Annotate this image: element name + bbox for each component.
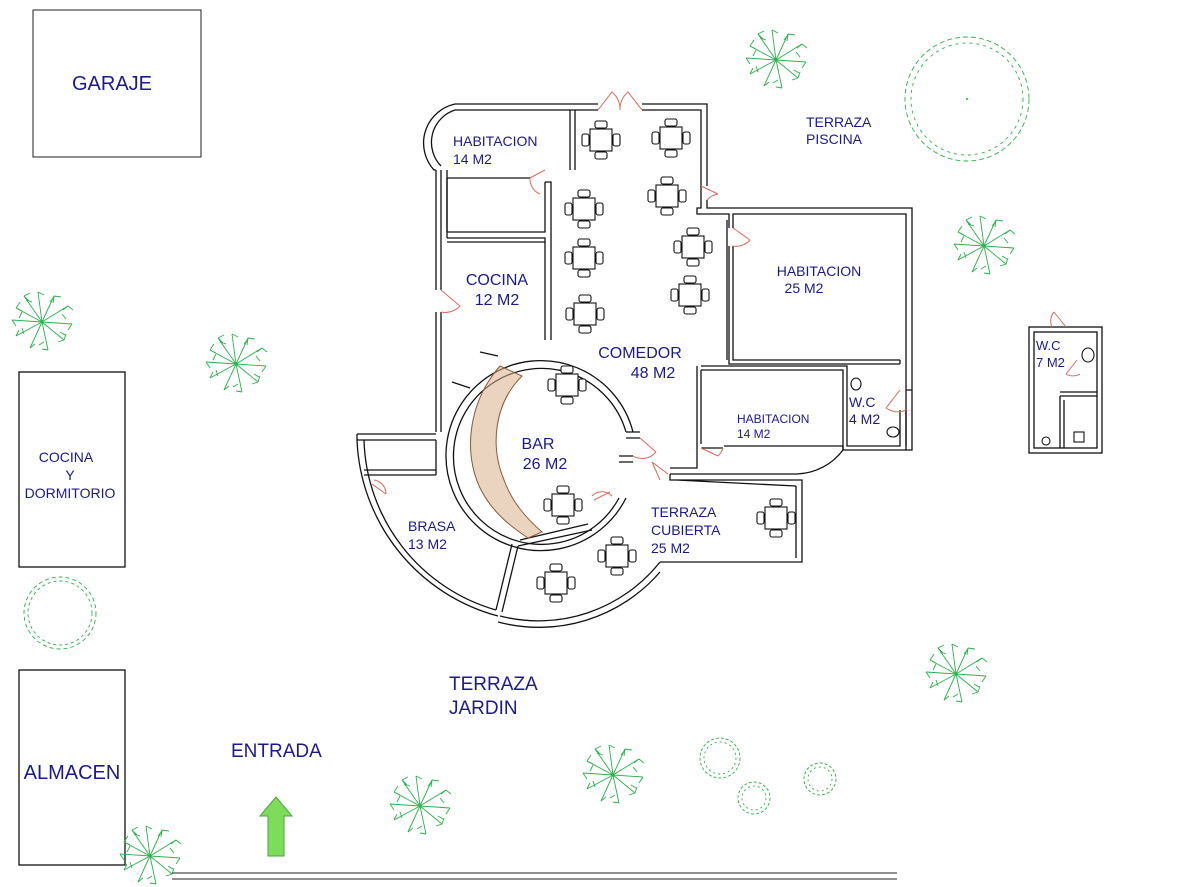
doors — [371, 91, 1081, 501]
terraza-cubierta-area: 25 M2 — [651, 540, 690, 556]
table-set-icon — [647, 176, 687, 216]
entrada-label: ENTRADA — [231, 741, 322, 762]
cocina-dormitorio-label-2: Y — [65, 467, 75, 483]
terraza-cubierta-label-2: CUBIERTA — [651, 522, 721, 538]
wc-main-area: 4 M2 — [849, 411, 880, 427]
table-set-icon — [564, 189, 604, 229]
palm-icon — [953, 215, 1016, 275]
bar-area: 26 M2 — [523, 456, 568, 473]
habitacion-s-area: 14 M2 — [737, 427, 771, 441]
table-set-icon — [597, 536, 637, 576]
table-set-icon — [581, 120, 621, 160]
entrance-arrow-icon — [258, 796, 294, 857]
toilet-icon — [886, 426, 900, 438]
labels: GARAJE COCINA Y DORMITORIO ALMACEN HABIT… — [24, 73, 1065, 784]
palm-icon — [925, 643, 988, 703]
door-swing-icon — [732, 227, 751, 247]
comedor-label: COMEDOR — [598, 345, 682, 362]
cocina-dormitorio-building — [18, 371, 126, 568]
terraza-jardin-label-1: TERRAZA — [449, 674, 538, 695]
terraza-cubierta-label-1: TERRAZA — [651, 504, 717, 520]
table-set-icon — [547, 365, 587, 405]
wc-pool-area: 7 M2 — [1036, 355, 1065, 370]
wc-main-label: W.C — [849, 394, 875, 410]
door-swing-icon — [440, 289, 461, 313]
sink-icon — [1041, 436, 1051, 446]
wc-pool-label: W.C — [1036, 338, 1061, 353]
door-swing-icon — [700, 447, 724, 457]
door-swing-icon — [700, 185, 719, 201]
table-set-icon — [536, 563, 576, 603]
cocina-area: 12 M2 — [475, 292, 520, 309]
sink-icon — [850, 377, 862, 391]
palm-icon — [389, 775, 452, 835]
bar-circle-walls — [356, 351, 640, 617]
main-building-walls — [422, 103, 913, 628]
door-swing-icon — [597, 91, 643, 111]
habitacion-nw-label: HABITACION — [453, 133, 538, 149]
table-set-icon — [756, 498, 796, 538]
palm-icon — [205, 333, 268, 393]
tree-icon — [23, 576, 97, 650]
bar-label: BAR — [522, 436, 555, 453]
door-swing-icon — [529, 169, 546, 195]
table-set-icon — [670, 275, 710, 315]
table-set-icon — [564, 238, 604, 278]
vegetation — [11, 29, 1030, 885]
garaje-building — [32, 9, 202, 158]
tree-icon — [904, 36, 1030, 162]
cocina-dormitorio-label-3: DORMITORIO — [25, 485, 116, 501]
almacen-building — [18, 669, 126, 866]
table-set-icon — [565, 294, 605, 334]
brasa-area: 13 M2 — [408, 536, 447, 552]
comedor-area: 48 M2 — [631, 365, 676, 382]
brasa-label: BRASA — [408, 518, 456, 534]
door-swing-icon — [1065, 359, 1081, 377]
tree-icon — [737, 781, 771, 815]
door-swing-icon — [1050, 311, 1067, 328]
door-swing-icon — [885, 389, 907, 413]
terraza-jardin-label-2: JARDIN — [449, 698, 518, 719]
palm-icon — [11, 291, 74, 351]
palm-icon — [119, 825, 182, 885]
bar-counter — [470, 365, 543, 539]
palm-icon — [745, 29, 808, 89]
table-set-icon — [543, 485, 583, 525]
toilet-icon — [1073, 431, 1085, 443]
site-boundary — [172, 872, 897, 880]
cocina-label: COCINA — [466, 272, 529, 289]
almacen-label: ALMACEN — [24, 762, 121, 784]
habitacion-nw-area: 14 M2 — [453, 151, 492, 167]
palm-icon — [582, 744, 645, 804]
habitacion-e-area: 25 M2 — [785, 280, 824, 296]
tree-icon — [699, 737, 741, 779]
terraza-piscina-label-2: PISCINA — [806, 131, 863, 147]
door-swing-icon — [651, 461, 669, 481]
cocina-dormitorio-label-1: COCINA — [39, 449, 94, 465]
habitacion-s-label: HABITACION — [737, 412, 809, 426]
habitacion-e-label: HABITACION — [777, 263, 862, 279]
table-set-icon — [673, 227, 713, 267]
table-set-icon — [651, 118, 691, 158]
door-swing-icon — [371, 479, 387, 495]
door-swing-icon — [591, 491, 613, 501]
toilet-icon — [1081, 347, 1095, 363]
terraza-piscina-label-1: TERRAZA — [806, 114, 872, 130]
door-swing-icon — [632, 437, 657, 459]
tree-icon — [803, 762, 837, 796]
garaje-label: GARAJE — [72, 73, 152, 95]
